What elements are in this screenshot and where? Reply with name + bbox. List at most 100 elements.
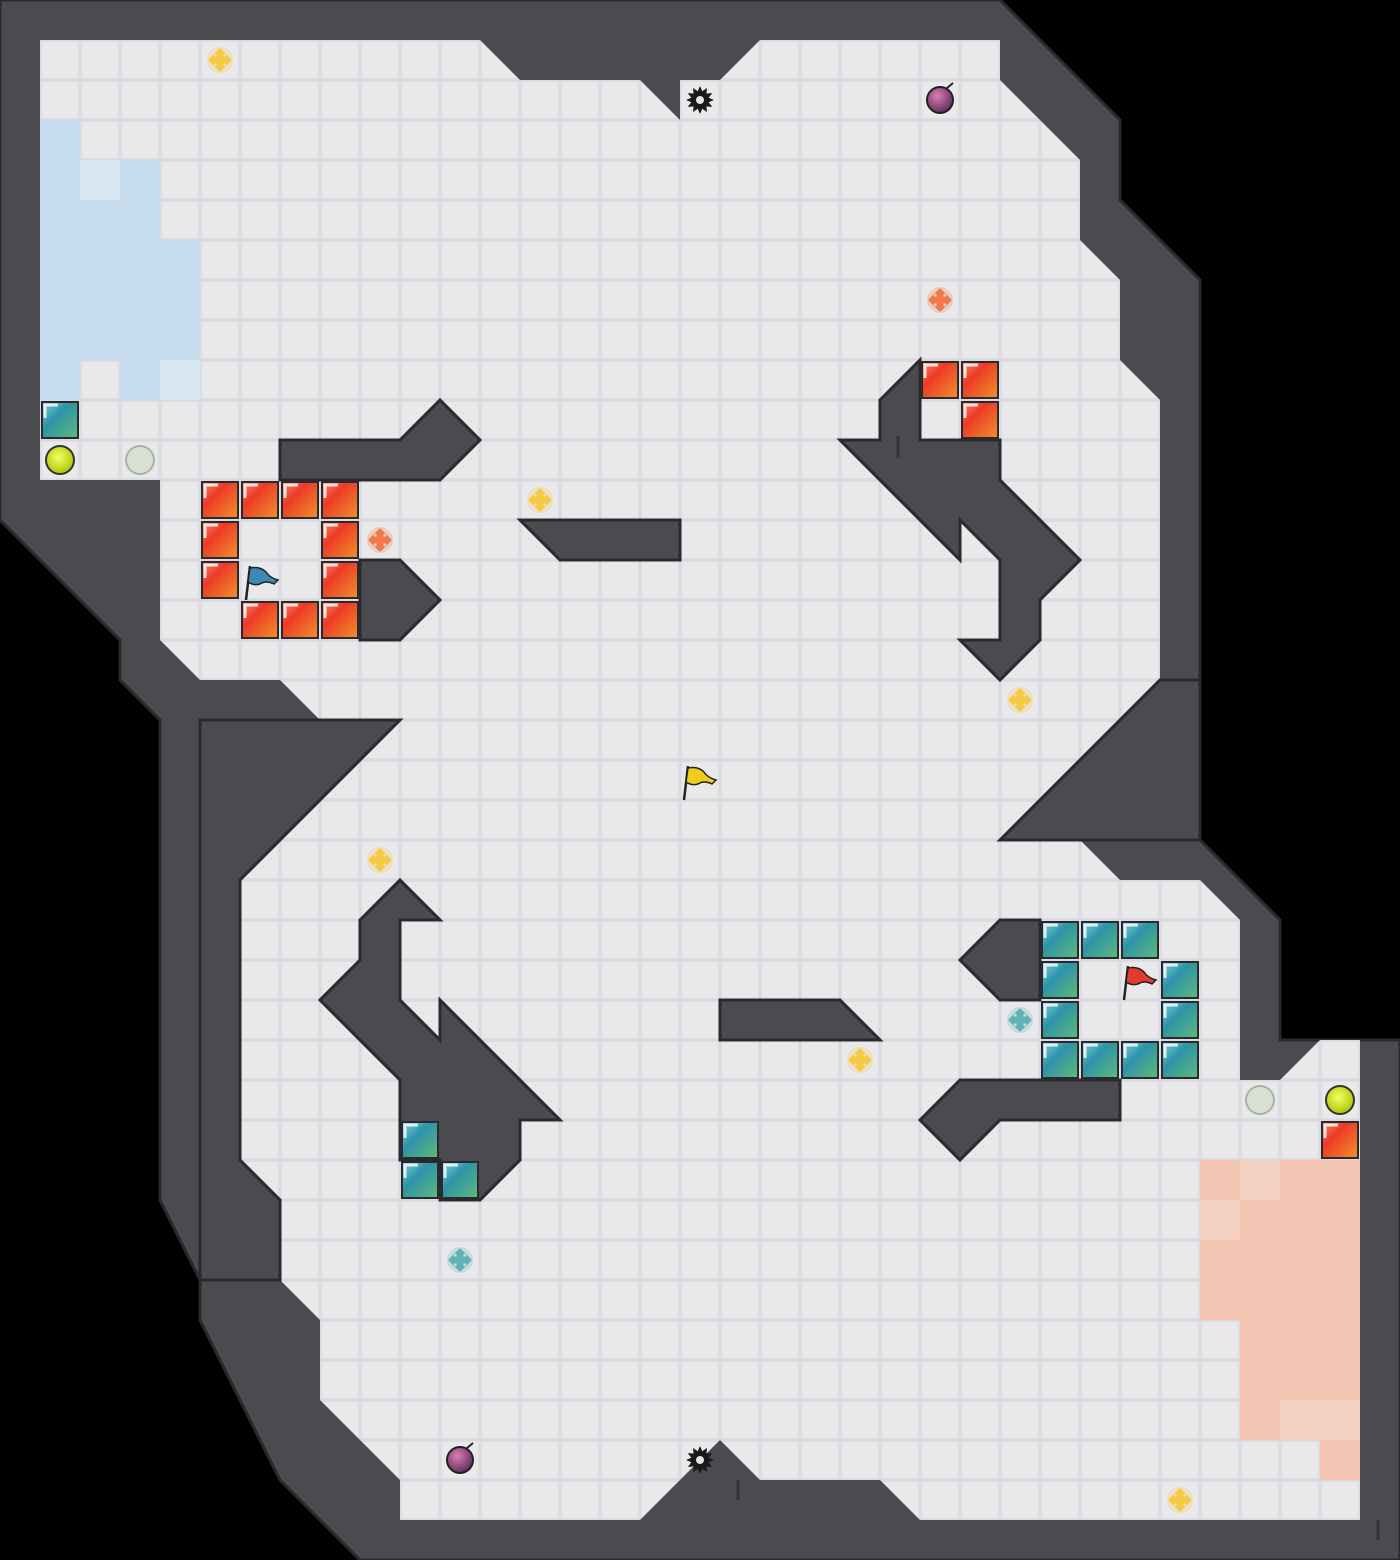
boost-icon	[368, 528, 392, 552]
blue-team-tile-shine	[1163, 1043, 1178, 1058]
red-tiles	[201, 361, 1359, 1159]
boost-icon	[1008, 688, 1032, 712]
red-team-tile	[1321, 1121, 1359, 1159]
boost-icon	[1008, 1008, 1032, 1032]
yellow-boost[interactable]	[1167, 1487, 1193, 1513]
bomb-top[interactable]	[926, 82, 954, 114]
blue-team-tile	[441, 1161, 479, 1199]
blue-team-tile-shine	[403, 1163, 418, 1178]
red-team-tile	[241, 601, 279, 639]
blue-team-tile	[1041, 1001, 1079, 1039]
red-team-tile-shine	[203, 563, 218, 578]
blue-team-tile-shine	[1123, 1043, 1138, 1058]
red-team-tile	[281, 601, 319, 639]
blue-endzone	[40, 120, 200, 400]
blue-team-tile	[1081, 1041, 1119, 1079]
red-boost[interactable]	[367, 527, 393, 553]
blue-team-tile-shine	[1043, 963, 1058, 978]
red-team-tile-shine	[203, 523, 218, 538]
gate-markers	[736, 436, 1380, 1540]
red-team-tile	[321, 521, 359, 559]
blue-team-tile	[1121, 1041, 1159, 1079]
red-team-tile	[201, 481, 239, 519]
blue-team-tile	[1041, 1041, 1079, 1079]
boost-icon	[448, 1248, 472, 1272]
blue-team-tile-shine	[1043, 923, 1058, 938]
boost-icon	[368, 848, 392, 872]
button-icon	[1325, 1085, 1355, 1115]
boost-icon	[1168, 1488, 1192, 1512]
blue-team-tile-shine	[443, 1163, 458, 1178]
blue-team-tile	[401, 1121, 439, 1159]
red-team-tile-shine	[323, 483, 338, 498]
red-team-tile-shine	[963, 363, 978, 378]
red-boost[interactable]	[927, 287, 953, 313]
blue-team-tile-shine	[1043, 1003, 1058, 1018]
neutral-flag[interactable]	[682, 765, 718, 801]
blue-team-tile-shine	[1083, 923, 1098, 938]
red-team-tile	[921, 361, 959, 399]
spike-core	[696, 96, 704, 104]
boost-icon	[208, 48, 232, 72]
red-team-tile	[321, 601, 359, 639]
spike-hazard[interactable]	[686, 86, 714, 114]
red-team-tile-shine	[203, 483, 218, 498]
red-team-tile-shine	[283, 603, 298, 618]
red-team-tile-shine	[243, 603, 258, 618]
red-team-tile-shine	[1323, 1123, 1338, 1138]
button-left[interactable]	[45, 445, 75, 475]
blue-team-tile	[1161, 1041, 1199, 1079]
boosts	[207, 47, 1193, 1513]
spikes	[686, 86, 714, 1474]
blue-team-tile-shine	[1163, 1003, 1178, 1018]
red-team-tile-shine	[323, 603, 338, 618]
red-team-tile	[201, 521, 239, 559]
blue-team-tile	[401, 1161, 439, 1199]
red-team-tile	[321, 481, 359, 519]
blue-tiles	[41, 401, 1199, 1199]
blue-team-tile	[1161, 1001, 1199, 1039]
blue-team-tile-shine	[403, 1123, 418, 1138]
red-team-tile	[961, 401, 999, 439]
red-team-tile-shine	[323, 523, 338, 538]
red-team-tile-shine	[923, 363, 938, 378]
spike-hazard[interactable]	[686, 1446, 714, 1474]
blue-team-tile-shine	[43, 403, 58, 418]
blue-team-tile	[1081, 921, 1119, 959]
blue-team-tile	[1041, 921, 1079, 959]
blue-team-tile-shine	[1043, 1043, 1058, 1058]
button-right[interactable]	[1325, 1085, 1355, 1115]
red-team-tile	[201, 561, 239, 599]
blue-flag[interactable]	[244, 565, 280, 601]
red-team-tile-shine	[963, 403, 978, 418]
yellow-boost[interactable]	[367, 847, 393, 873]
blue-team-tile	[1121, 921, 1159, 959]
blue-team-tile	[1161, 961, 1199, 999]
yellow-boost[interactable]	[1007, 687, 1033, 713]
yellow-boost[interactable]	[207, 47, 233, 73]
boost-icon	[848, 1048, 872, 1072]
red-team-tile	[241, 481, 279, 519]
red-team-tile	[281, 481, 319, 519]
blue-team-tile	[41, 401, 79, 439]
portal-icon[interactable]	[125, 445, 155, 475]
portal-icon[interactable]	[1245, 1085, 1275, 1115]
bomb-bottom[interactable]	[446, 1442, 474, 1474]
red-flag[interactable]	[1122, 965, 1158, 1001]
blue-team-tile-shine	[1123, 923, 1138, 938]
blue-team-tile	[1041, 961, 1079, 999]
blue-boost[interactable]	[1007, 1007, 1033, 1033]
red-endzone	[1200, 1160, 1360, 1480]
boost-icon	[928, 288, 952, 312]
boost-icon	[528, 488, 552, 512]
yellow-boost[interactable]	[527, 487, 553, 513]
button-icon	[45, 445, 75, 475]
blue-boost[interactable]	[447, 1247, 473, 1273]
blue-team-tile-shine	[1163, 963, 1178, 978]
bomb-icon	[926, 86, 954, 114]
red-team-tile-shine	[323, 563, 338, 578]
red-team-tile-shine	[243, 483, 258, 498]
red-team-tile	[961, 361, 999, 399]
yellow-boost[interactable]	[847, 1047, 873, 1073]
